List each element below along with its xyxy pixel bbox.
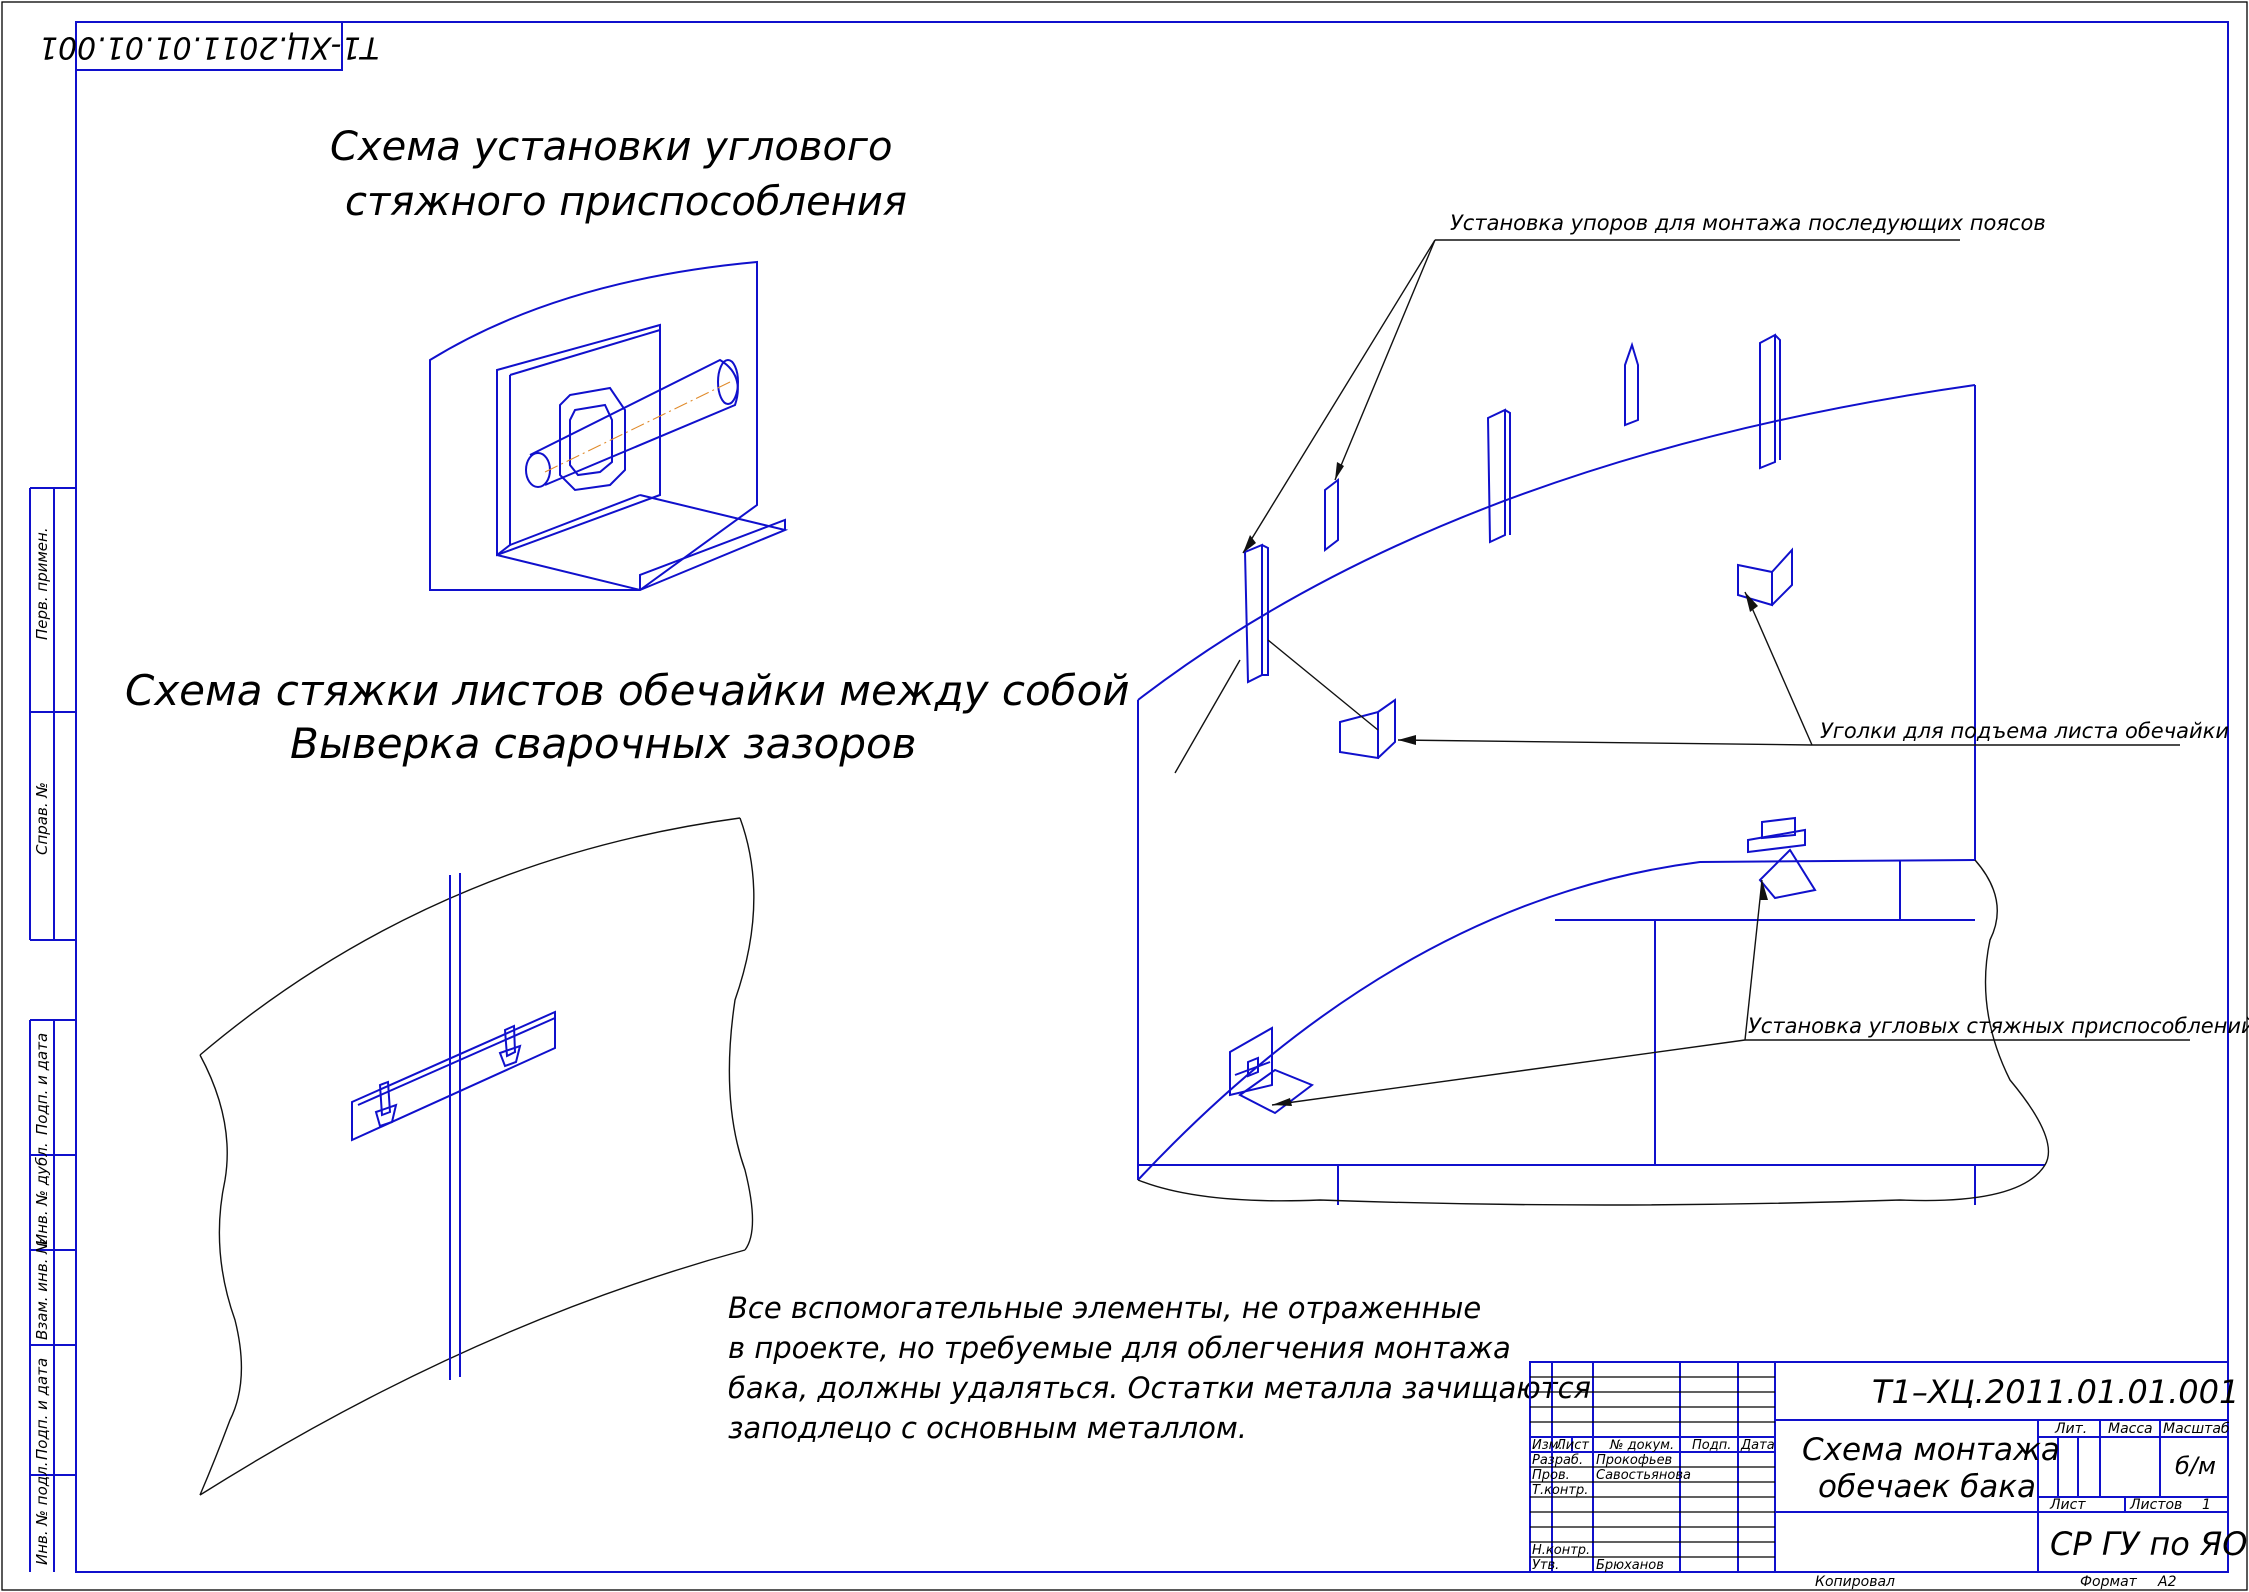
- tb-col-izm: Изм.: [1532, 1438, 1563, 1453]
- side-strip: Перв. примен. Справ. № Подп. и дата Инв.…: [29, 487, 76, 1572]
- tb-masshtab-label: Масштаб: [2163, 1421, 2230, 1437]
- tb-name-line1: Схема монтажа: [1802, 1432, 2060, 1468]
- title-sheet-tightening-line1: Схема стяжки листов обечайки между собой: [125, 666, 1130, 715]
- rotated-code-text: Т1-ХЦ.2011.01.01.001: [39, 30, 379, 65]
- tb-razrab-name: Прокофьев: [1596, 1453, 1672, 1468]
- title-block: Т1–ХЦ.2011.01.01.001 Схема монтажа обеча…: [1529, 1361, 2247, 1573]
- tb-listov-label: Листов: [2129, 1497, 2182, 1513]
- tb-lit-label: Лит.: [2054, 1421, 2087, 1437]
- tb-org: СР ГУ по ЯО: [2050, 1525, 2247, 1563]
- tb-name-line2: обечаек бака: [1818, 1469, 2036, 1505]
- leader-label-stops: Установка упоров для монтажа последующих…: [1450, 211, 2046, 235]
- tank-assembly-drawing: [1137, 239, 2190, 1206]
- tb-col-doc: № докум.: [1609, 1438, 1674, 1453]
- tb-col-data: Дата: [1740, 1438, 1775, 1453]
- side-inv-podl: Инв. № подл.: [33, 1462, 51, 1565]
- tb-utv-label: Утв.: [1532, 1558, 1559, 1573]
- technical-note: Все вспомогательные элементы, не отражен…: [728, 1291, 1591, 1445]
- tb-kopiroval: Копировал: [1815, 1574, 1895, 1590]
- tb-tkontr-label: Т.контр.: [1532, 1483, 1588, 1498]
- side-perv-primen: Перв. примен.: [33, 527, 51, 640]
- side-podp-data-1: Подп. и дата: [33, 1033, 51, 1135]
- title-corner-fixture-line1: Схема установки углового: [330, 124, 892, 170]
- tb-razrab-label: Разраб.: [1532, 1453, 1583, 1468]
- rotated-code-stamp: Т1-ХЦ.2011.01.01.001: [39, 21, 379, 71]
- note-line-3: бака, должны удаляться. Остатки металла …: [728, 1371, 1591, 1405]
- leader-label-lifting-angles: Уголки для подъема листа обечайки: [1820, 719, 2229, 743]
- tb-format-label: Формат: [2080, 1574, 2138, 1590]
- side-sprav: Справ. №: [33, 782, 51, 855]
- tb-format-value: А2: [2157, 1574, 2177, 1590]
- tb-col-list: Лист: [1555, 1438, 1589, 1453]
- tb-col-podp: Подп.: [1692, 1438, 1731, 1453]
- inner-frame: [75, 21, 2229, 1573]
- tb-massa-label: Масса: [2108, 1421, 2153, 1437]
- title-corner-fixture-line2: стяжного приспособления: [345, 179, 907, 225]
- note-line-4: заподлецо с основным металлом.: [728, 1411, 1247, 1445]
- leader-label-corner-fixtures: Установка угловых стяжных приспособлений: [1748, 1014, 2249, 1038]
- tb-masshtab-value: б/м: [2175, 1452, 2216, 1480]
- tb-listov-value: 1: [2202, 1497, 2211, 1513]
- tb-utv-name: Брюханов: [1596, 1558, 1664, 1573]
- sheet-tightening-drawing: [199, 817, 755, 1496]
- title-sheet-tightening-line2: Выверка сварочных зазоров: [290, 719, 916, 768]
- side-podp-data-2: Подп. и дата: [33, 1358, 51, 1460]
- tb-prov-name: Савостьянова: [1596, 1468, 1691, 1483]
- note-line-2: в проекте, но требуемые для облегчения м…: [728, 1331, 1511, 1365]
- tb-prov-label: Пров.: [1532, 1468, 1570, 1483]
- side-vzam-inv: Взам. инв. №: [33, 1238, 51, 1340]
- tb-list-label: Лист: [2049, 1497, 2086, 1513]
- note-line-1: Все вспомогательные элементы, не отражен…: [728, 1291, 1481, 1325]
- tb-doc-code: Т1–ХЦ.2011.01.01.001: [1872, 1373, 2239, 1411]
- tb-nkontr-label: Н.контр.: [1532, 1543, 1590, 1558]
- corner-fixture-drawing: [429, 260, 789, 592]
- side-inv-dubl: Инв. № дубл.: [33, 1142, 51, 1245]
